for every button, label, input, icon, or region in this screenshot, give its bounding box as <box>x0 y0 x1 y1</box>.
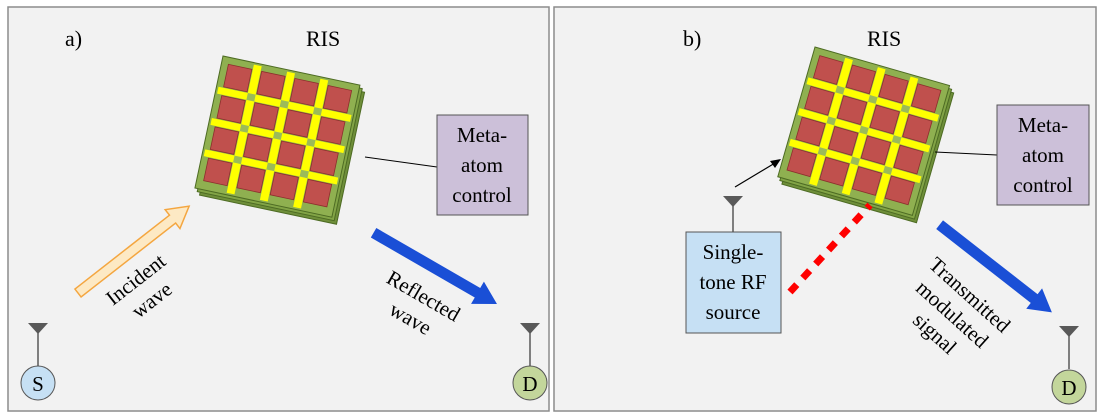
ris-patch <box>869 104 900 135</box>
ris-patch <box>828 126 859 156</box>
ris-node <box>859 125 869 135</box>
reflected-arrow <box>370 227 497 305</box>
source-node: S <box>20 323 56 401</box>
panel-b: b) RIS Meta- atom control Single- tone R… <box>553 6 1097 412</box>
ris-patch <box>276 140 306 170</box>
incident-arrow <box>73 205 191 298</box>
ris-patch <box>878 73 909 104</box>
svg-text:control: control <box>1013 173 1073 197</box>
ris-patch <box>269 171 299 201</box>
ris-patch <box>316 116 346 145</box>
ris-node <box>850 156 860 166</box>
ris-patch <box>902 114 933 144</box>
ris-node <box>279 100 289 109</box>
ris-patch <box>309 147 339 177</box>
svg-text:Single-: Single- <box>703 240 764 264</box>
svg-text:D: D <box>1061 376 1076 400</box>
ris-node <box>835 85 845 95</box>
ris-surface-b <box>777 46 955 224</box>
svg-text:D: D <box>522 372 537 396</box>
ris-node <box>900 104 911 114</box>
ris-patch <box>860 135 892 166</box>
panel-a-ris-label: RIS <box>306 26 340 51</box>
ris-node <box>891 135 902 145</box>
ris-patch <box>243 133 273 162</box>
metaatom-control-box-a: Meta- atom control <box>436 114 529 216</box>
antenna-icon <box>28 323 48 366</box>
rf-source: Single- tone RF source <box>685 196 782 334</box>
ris-patch <box>223 63 253 93</box>
rf-feed-link <box>787 202 873 295</box>
svg-text:Meta-: Meta- <box>1018 113 1068 137</box>
antenna-icon <box>723 196 743 232</box>
ris-patch <box>302 178 333 208</box>
ris-node <box>826 116 837 126</box>
ris-node <box>883 165 893 175</box>
ris-node <box>273 131 283 140</box>
svg-text:S: S <box>32 372 44 396</box>
ris-patch <box>911 83 942 113</box>
svg-text:tone RF: tone RF <box>699 270 766 294</box>
ris-patch <box>322 85 353 114</box>
destination-node-a: D <box>512 323 548 401</box>
ris-patch <box>812 55 844 85</box>
ris-patch <box>804 85 835 116</box>
metaatom-control-box-b: Meta- atom control <box>996 104 1090 206</box>
ris-patch <box>209 126 240 155</box>
ris-node <box>299 169 309 179</box>
ris-patch <box>795 116 826 147</box>
ris-patch <box>256 70 286 100</box>
ris-patch <box>845 64 877 95</box>
antenna-icon <box>1059 326 1079 369</box>
ris-node <box>867 94 878 104</box>
control-link-b <box>934 151 998 156</box>
ris-patch <box>249 102 279 131</box>
ris-patch <box>851 166 883 196</box>
control-link-a <box>364 156 438 168</box>
control-line-1: Meta- <box>457 123 507 147</box>
ris-node <box>266 162 276 172</box>
panel-b-label: b) <box>683 26 701 51</box>
ris-patch <box>819 156 850 187</box>
ris-patch <box>786 147 817 178</box>
ris-patch <box>203 157 233 187</box>
ris-patch <box>216 95 246 124</box>
destination-node-b: D <box>1051 326 1087 405</box>
svg-text:source: source <box>706 300 761 324</box>
transmitted-arrow <box>936 220 1052 313</box>
antenna-icon <box>520 323 540 366</box>
panel-a-label: a) <box>65 26 82 51</box>
panel-b-ris-label: RIS <box>867 26 901 51</box>
ris-node <box>239 124 250 133</box>
ris-node <box>312 107 323 116</box>
ris-node <box>817 147 828 157</box>
ris-node <box>246 92 256 102</box>
ris-patch <box>282 109 313 138</box>
ris-node <box>233 155 243 165</box>
svg-text:atom: atom <box>1022 143 1064 167</box>
ris-patch <box>236 164 266 194</box>
ris-surface-a <box>194 55 366 225</box>
control-line-2: atom <box>461 153 503 177</box>
ris-patch <box>893 144 924 175</box>
ris-node <box>306 138 316 147</box>
panel-a: a) RIS Meta- atom control Incident wave … <box>7 6 550 412</box>
control-line-3: control <box>452 183 512 207</box>
illumination-arrow <box>734 159 781 188</box>
ris-patch <box>884 175 915 206</box>
ris-patch <box>289 77 319 107</box>
ris-patch <box>836 95 868 126</box>
